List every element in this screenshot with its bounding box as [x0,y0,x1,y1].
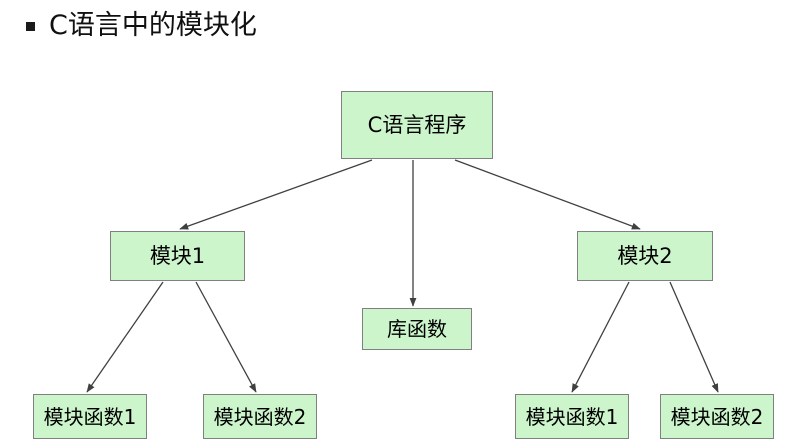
node-module1-function-1[interactable]: 模块函数1 [33,394,147,439]
square-bullet-icon [26,22,35,31]
node-label: 模块函数1 [525,404,619,429]
node-library-functions[interactable]: 库函数 [362,308,472,350]
diagram-edge-root-mod1 [179,159,373,230]
diagram-edge-root-mod2 [454,159,641,230]
node-label: 库函数 [387,317,447,341]
node-label: C语言程序 [367,112,467,137]
diagram-edge-mod2-fn2b [669,281,719,393]
node-module-1[interactable]: 模块1 [110,231,245,281]
diagram-edge-mod2-fn2a [571,281,630,393]
node-label: 模块1 [149,243,206,268]
node-label: 模块2 [617,243,673,268]
node-label: 模块函数1 [43,404,137,429]
page-title: C语言中的模块化 [26,12,257,39]
diagram-edge-mod1-fn1b [195,281,257,393]
node-module2-function-1[interactable]: 模块函数1 [515,394,629,439]
node-label: 模块函数2 [670,404,764,429]
diagram-edge-mod1-fn1a [86,281,164,393]
node-module2-function-2[interactable]: 模块函数2 [660,394,774,439]
node-module-2[interactable]: 模块2 [577,231,713,281]
node-label: 模块函数2 [213,404,307,429]
page-title-text: C语言中的模块化 [49,10,257,41]
node-c-program[interactable]: C语言程序 [341,91,493,159]
node-module1-function-2[interactable]: 模块函数2 [203,394,317,439]
